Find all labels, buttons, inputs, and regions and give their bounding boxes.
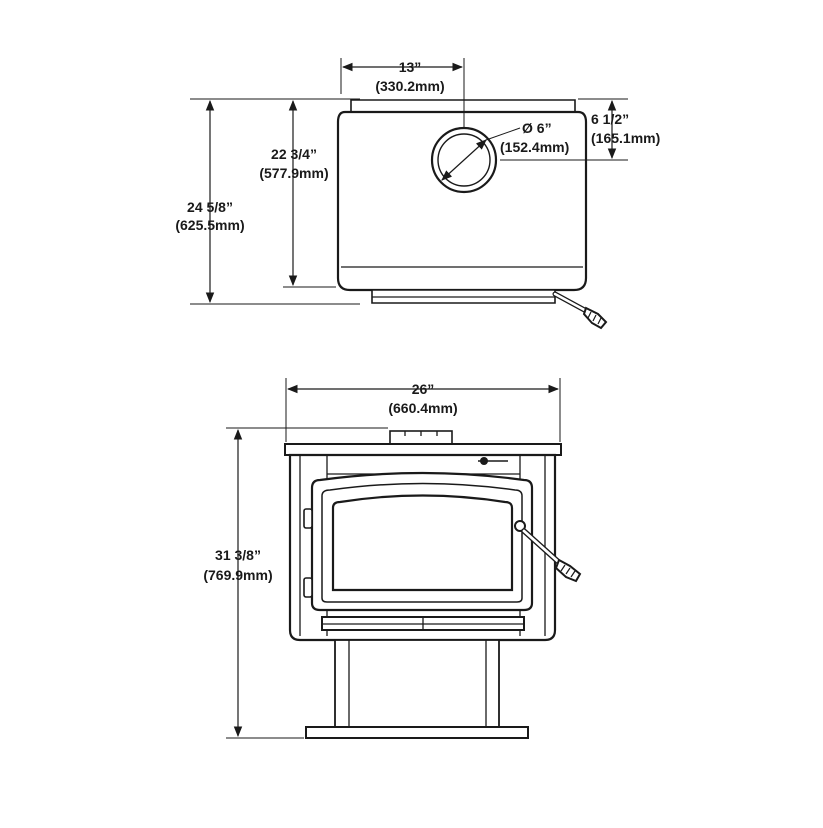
door-handle-top [552, 291, 608, 330]
width-inches: 26” [412, 381, 435, 397]
flue-collar-front [389, 430, 453, 446]
door-glass-outer [321, 482, 523, 603]
air-control-knob [478, 457, 508, 465]
collar-depth-inches: 22 3/4” [271, 146, 317, 162]
overall-depth-mm: (625.5mm) [175, 217, 244, 233]
height-mm: (769.9mm) [203, 567, 272, 583]
flue-to-back-inches: 6 1/2” [591, 111, 629, 127]
door-handle-front [514, 520, 582, 583]
rear-flange [350, 99, 576, 113]
door-glass [331, 494, 514, 592]
height-inches: 31 3/8” [215, 547, 261, 563]
front-view: 26” (660.4mm) 31 3/8” (769.9mm) [203, 378, 582, 739]
collar-depth-mm: (577.9mm) [259, 165, 328, 181]
overall-depth-inches: 24 5/8” [187, 199, 233, 215]
door-hinge-top [303, 508, 313, 529]
flue-offset-inches: 13” [399, 59, 422, 75]
door-hinge-bottom [303, 577, 313, 598]
flue-diameter-mm: (152.4mm) [500, 139, 569, 155]
stove-top-plate [284, 443, 562, 456]
top-view: 13” (330.2mm) 24 5/8” (625.5mm) 22 3/4” … [175, 58, 660, 330]
door-frame [310, 471, 534, 612]
flue-to-back-mm: (165.1mm) [591, 130, 660, 146]
stove-body-top [336, 110, 588, 292]
pedestal-column [334, 639, 500, 728]
pedestal-base [305, 726, 529, 739]
flue-diameter-inches: Ø 6” [522, 120, 552, 136]
flue-offset-mm: (330.2mm) [375, 78, 444, 94]
width-mm: (660.4mm) [388, 400, 457, 416]
